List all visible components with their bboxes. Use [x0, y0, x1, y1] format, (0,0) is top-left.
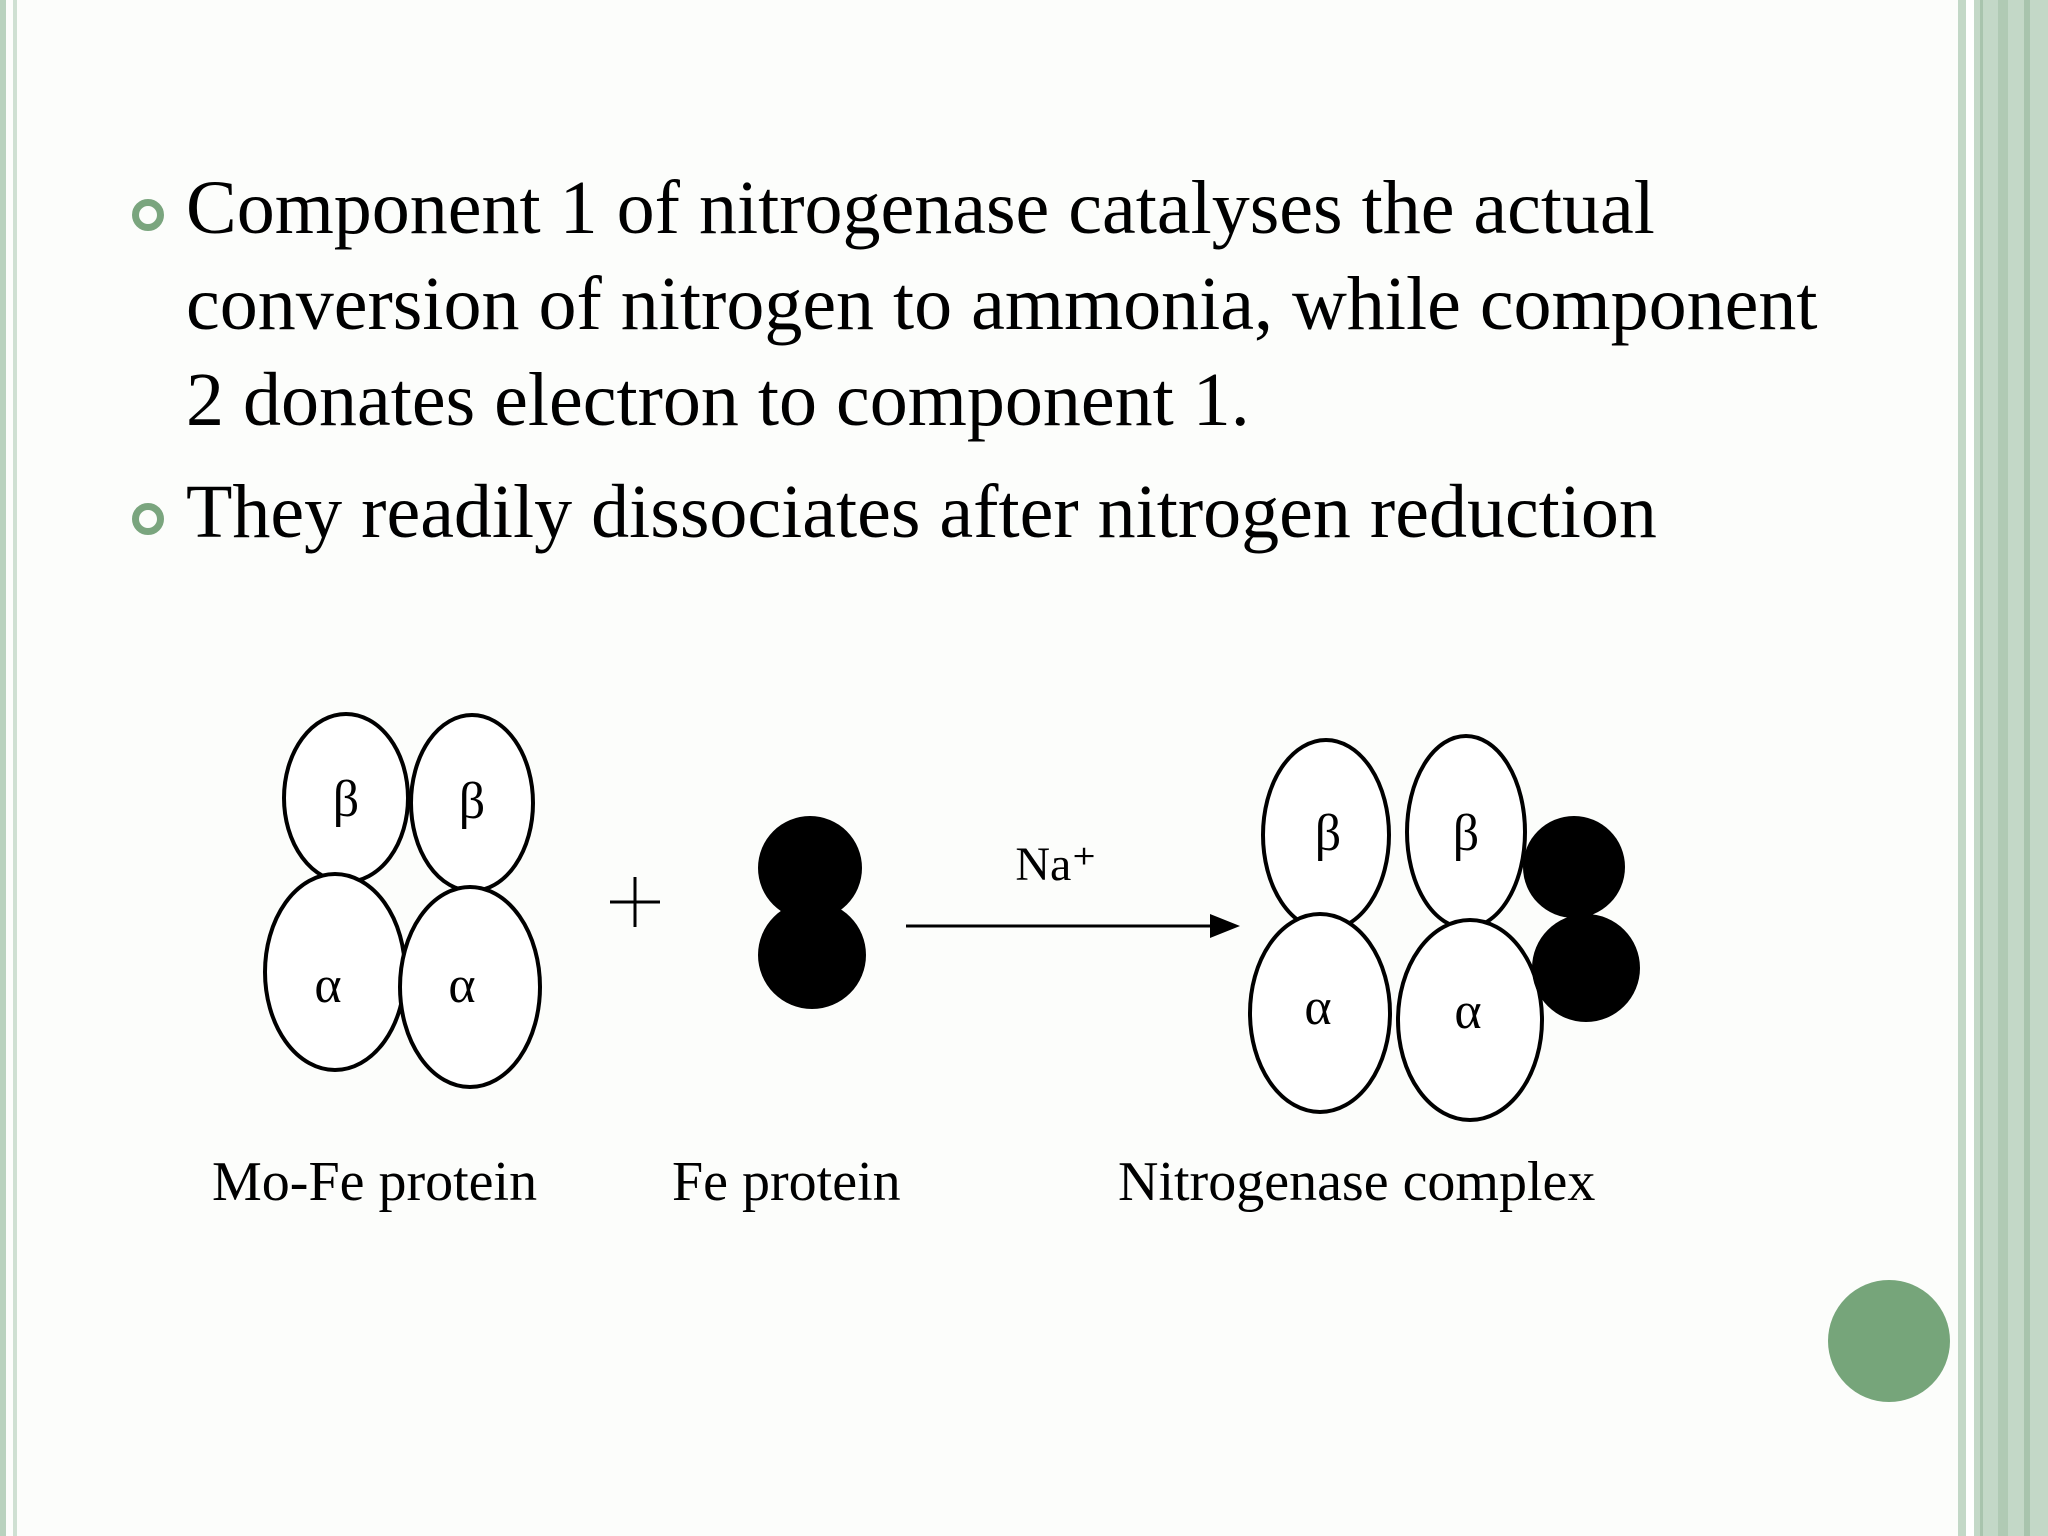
mofe-beta-label: β — [459, 773, 485, 830]
caption-mofe-protein: Mo-Fe protein — [212, 1151, 538, 1213]
complex-alpha-right — [1396, 918, 1544, 1122]
bullet-text: Component 1 of nitrogenase catalyses the… — [186, 166, 1818, 442]
complex-fe-lower — [1532, 914, 1640, 1022]
nitrogenase-diagram: β β α α β β α α Na⁺ Mo-Fe protein Fe pro… — [200, 690, 1700, 1250]
mofe-alpha-label: α — [314, 957, 341, 1014]
arrow-head — [1210, 914, 1240, 938]
bullet-text: They readily dissociates after nitrogen … — [186, 470, 1657, 554]
bullet-item: Component 1 of nitrogenase catalyses the… — [132, 160, 1840, 448]
right-frame-border — [1958, 0, 2048, 1536]
mofe-beta-label: β — [333, 771, 359, 828]
mofe-alpha-right — [398, 885, 542, 1089]
complex-beta-label: β — [1453, 805, 1479, 862]
bullet-ring-icon — [132, 199, 164, 231]
left-frame-border — [0, 0, 6, 1536]
right-frame-stripe — [1980, 0, 1983, 1536]
fe-protein-upper — [758, 816, 862, 920]
complex-alpha-label: α — [1454, 983, 1481, 1040]
complex-alpha-left — [1248, 912, 1392, 1114]
right-frame-stripe — [2024, 0, 2030, 1536]
complex-alpha-label: α — [1304, 979, 1331, 1036]
right-frame-stripe — [1966, 0, 1974, 1536]
fe-protein-lower — [758, 901, 866, 1009]
caption-nitrogenase-complex: Nitrogenase complex — [1118, 1151, 1596, 1213]
bullet-ring-icon — [132, 503, 164, 535]
accent-circle — [1828, 1280, 1950, 1402]
arrow-label: Na⁺ — [1015, 838, 1096, 891]
bullet-list: Component 1 of nitrogenase catalyses the… — [132, 160, 1840, 576]
complex-beta-label: β — [1315, 805, 1341, 862]
right-frame-stripe — [1998, 0, 2008, 1536]
mofe-alpha-label: α — [448, 957, 475, 1014]
left-frame-stripe — [13, 0, 17, 1536]
diagram-figure: β β α α β β α α Na⁺ — [263, 712, 1640, 1122]
caption-fe-protein: Fe protein — [672, 1151, 901, 1213]
bullet-item: They readily dissociates after nitrogen … — [132, 464, 1840, 560]
complex-fe-upper — [1523, 816, 1625, 918]
